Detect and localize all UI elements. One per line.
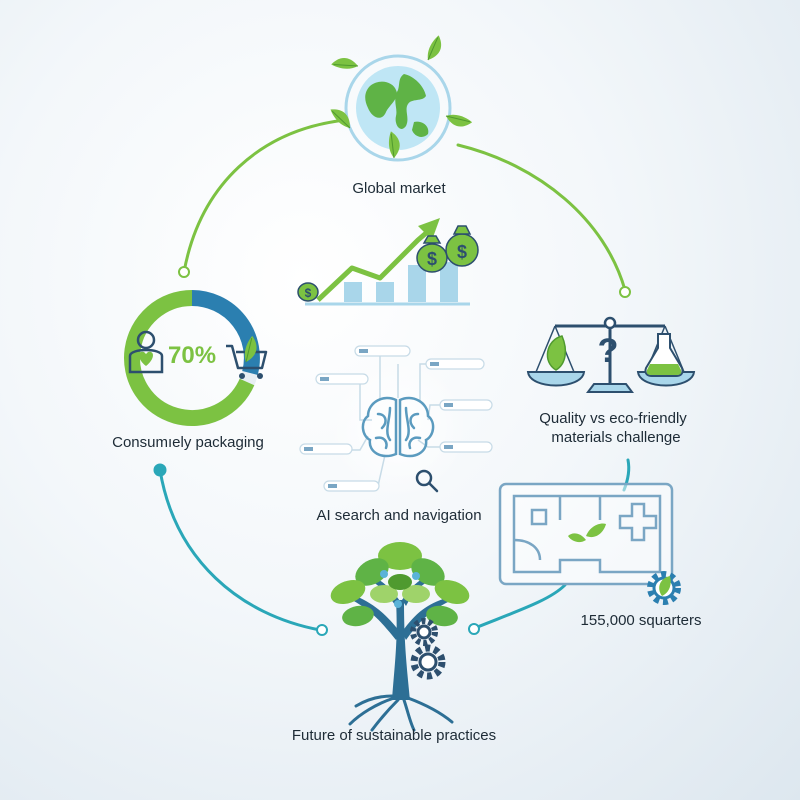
label-future-practices: Future of sustainable practices (291, 727, 497, 744)
cycle-arrows (153, 118, 631, 636)
packaging-percent: 70% (168, 342, 217, 369)
arc-top-left (182, 118, 347, 274)
gear-icon-large (410, 644, 446, 680)
globe-icon (330, 34, 473, 162)
packaging-donut-chart (124, 290, 260, 426)
brain-icon (361, 396, 435, 458)
gear-icon (410, 618, 438, 646)
ai-search-chips (299, 345, 493, 492)
floor-plan-icon (498, 482, 681, 605)
label-global-market: Global market (352, 180, 446, 197)
shopping-cart-icon (226, 335, 268, 379)
ai-brain-network (299, 345, 493, 498)
label-ai-search: AI search and navigation (316, 507, 482, 524)
growth-chart-icon: $ $ $ (297, 218, 479, 306)
label-quality-challenge-line2: materials challenge (551, 429, 681, 446)
flask-icon (644, 333, 684, 377)
tree-icon (330, 542, 470, 732)
svg-text:$: $ (457, 242, 467, 262)
donut-rest-segment (191, 290, 260, 375)
magnifier-icon (415, 469, 439, 493)
arc-bottom-right (473, 583, 567, 630)
label-floor-area: 155,000 squarters (580, 612, 702, 629)
arc-top-right (456, 143, 627, 292)
svg-text:$: $ (305, 286, 312, 300)
balance-scale-icon: ? (526, 316, 696, 393)
label-quality-challenge-line1: Quality vs eco-friendly (539, 410, 687, 427)
gear-leaf-icon (647, 571, 681, 605)
svg-text:?: ? (598, 332, 619, 370)
money-bag-icon: $ $ $ (297, 225, 479, 302)
donut-share-segment (124, 290, 255, 426)
arc-bottom-left (158, 468, 322, 632)
person-heart-icon (128, 330, 164, 374)
tree-leaves (330, 542, 470, 627)
svg-text:$: $ (427, 249, 437, 269)
label-consumer-packaging: Consumıely packaging (112, 434, 264, 451)
